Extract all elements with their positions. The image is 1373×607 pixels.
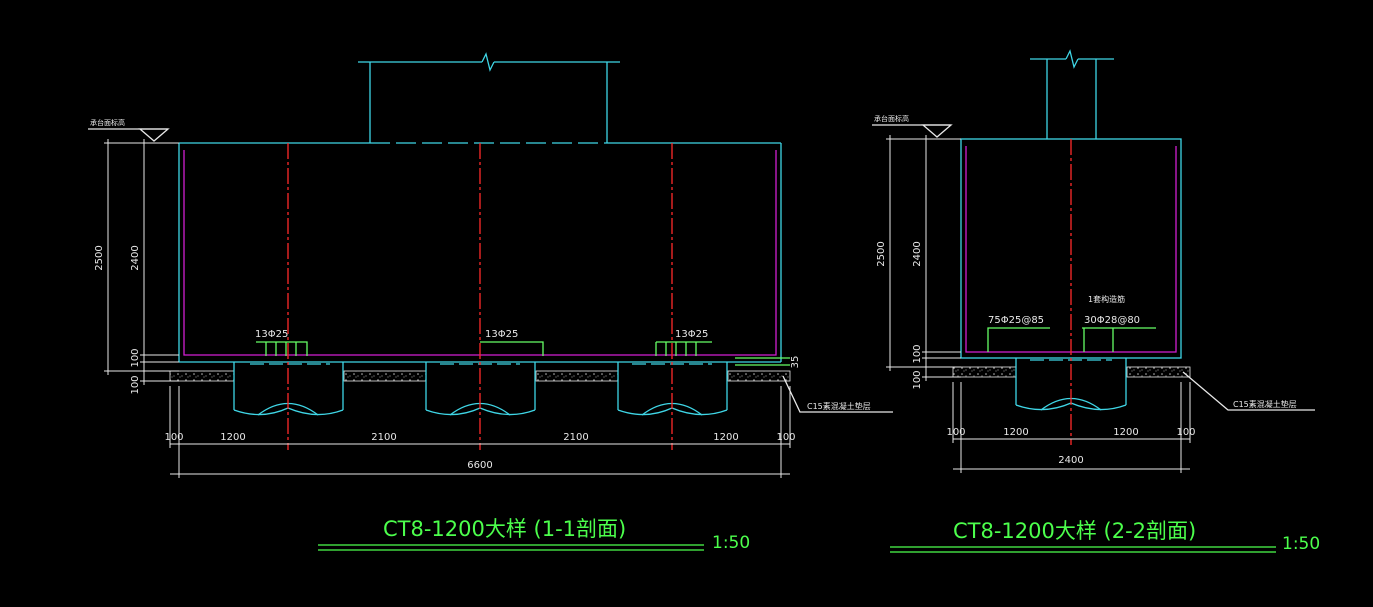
section-1-1: 13Φ25 13Φ25 13Φ25 承台面标高 2500 2400 100 10…	[88, 52, 893, 553]
dim-bottom-1-f: 100	[776, 432, 795, 443]
dim-bottom-1-e: 1200	[713, 432, 738, 443]
elevation-label-2: 承台面标高	[874, 114, 909, 123]
rebar-leaders-1	[256, 341, 790, 366]
elevation-label-1: 承台面标高	[90, 118, 125, 127]
dim-cushion-1: 100	[130, 375, 141, 394]
cushion-leader-2	[1182, 371, 1315, 411]
title-1: CT8-1200大样 (1-1剖面)	[383, 517, 626, 541]
scale-2: 1:50	[1282, 534, 1320, 554]
vertical-dimensions-1	[104, 139, 179, 385]
centerlines-1	[287, 143, 673, 450]
elevation-marker-2	[872, 124, 953, 138]
dim-bottom-2-c: 1200	[1113, 427, 1138, 438]
scale-1: 1:50	[712, 533, 750, 553]
section-2-2: 1套构造筋 75Φ25@85 30Φ28@80 承台面标高 2500 2400 …	[872, 49, 1320, 554]
cushion-leader-1	[782, 375, 893, 413]
rebar-label-1c: 13Φ25	[675, 329, 708, 340]
dim-total-height-1: 2500	[94, 245, 105, 270]
rebar-label-2b: 30Φ28@80	[1084, 315, 1140, 326]
horizontal-dimensions-2	[952, 382, 1191, 473]
dim-bottom-2: 100	[912, 344, 923, 363]
column-2	[1030, 49, 1114, 139]
rebar-label-1b: 13Φ25	[485, 329, 518, 340]
dim-bottom-1-a: 100	[164, 432, 183, 443]
dim-cushion-2: 100	[912, 370, 923, 389]
horizontal-dimensions-1	[169, 386, 791, 478]
dim-inner-height-1: 2400	[130, 245, 141, 270]
rebar-leaders-2	[987, 327, 1156, 352]
rebar-note-2: 1套构造筋	[1088, 294, 1125, 304]
dim-bottom-1: 100	[130, 348, 141, 367]
dim-inner-height-2: 2400	[912, 241, 923, 266]
dim-bottom-1-b: 1200	[220, 432, 245, 443]
dim-bottom-1-c: 2100	[371, 432, 396, 443]
rebar-label-1a: 13Φ25	[255, 329, 288, 340]
dim-bottom-2-a: 100	[946, 427, 965, 438]
vertical-dimensions-2	[886, 135, 961, 381]
rebar-label-2a: 75Φ25@85	[988, 315, 1044, 326]
dim-overall-1: 6600	[467, 460, 492, 471]
cushion-note-2: C15素混凝土垫层	[1233, 399, 1297, 409]
dim-bottom-1-d: 2100	[563, 432, 588, 443]
dim-bottom-2-b: 1200	[1003, 427, 1028, 438]
column-1	[358, 52, 620, 143]
dim-35-1: 35	[790, 356, 801, 369]
elevation-marker-1	[88, 128, 170, 142]
dim-overall-2: 2400	[1058, 455, 1083, 466]
title-2: CT8-1200大样 (2-2剖面)	[953, 519, 1196, 543]
dim-bottom-2-d: 100	[1176, 427, 1195, 438]
dim-total-height-2: 2500	[876, 241, 887, 266]
cushion-note-1: C15素混凝土垫层	[807, 401, 871, 411]
